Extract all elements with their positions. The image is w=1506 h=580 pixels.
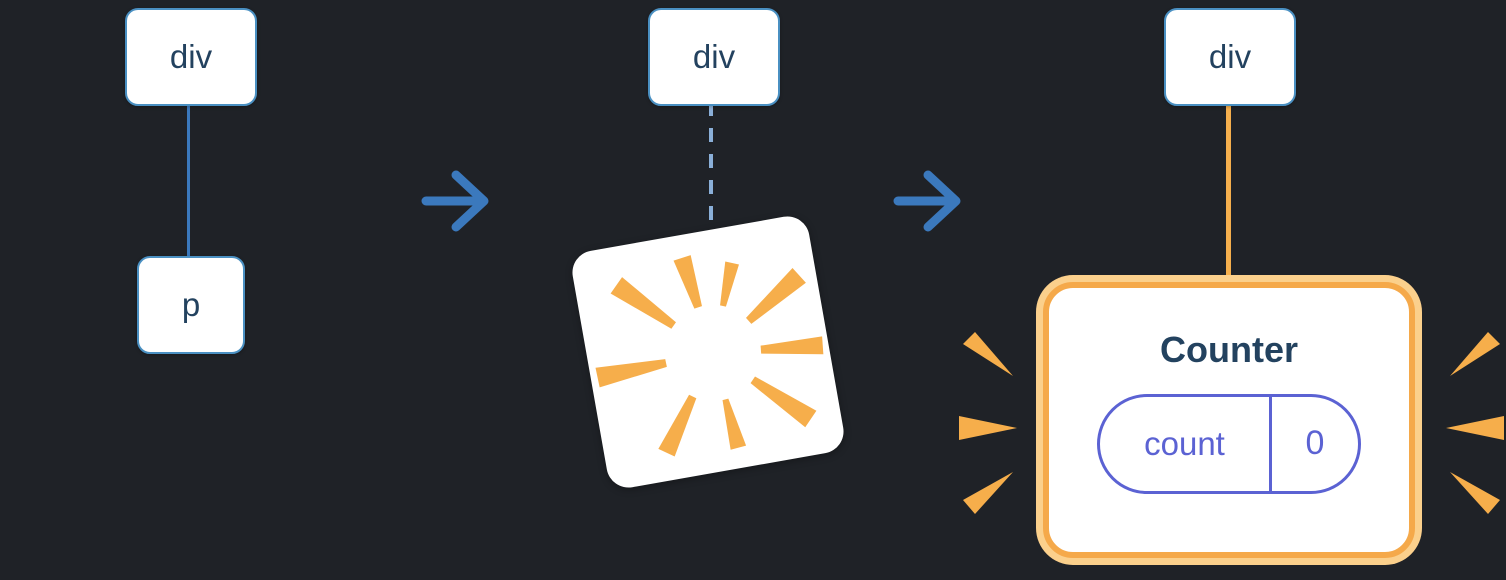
component-title: Counter	[1160, 329, 1298, 370]
poof-burst-icon	[595, 255, 824, 457]
sparkle-icon	[1446, 332, 1504, 514]
dom-node-div-during: div	[648, 8, 780, 106]
dom-node-div-before: div	[125, 8, 257, 106]
state-key-label: count	[1144, 424, 1225, 462]
dom-node-div-after: div	[1164, 8, 1296, 106]
state-pill: count 0	[1097, 393, 1361, 494]
dom-node-label: p	[181, 286, 201, 323]
dom-node-p: p	[137, 256, 245, 354]
arrow-right-icon	[421, 170, 489, 232]
state-value-label: 0	[1305, 424, 1325, 463]
connector-line	[187, 100, 190, 258]
dom-node-label: div	[692, 38, 736, 75]
sparkle-icon	[959, 332, 1017, 514]
connector-orange-line	[1226, 100, 1231, 292]
pill-divider	[1269, 396, 1272, 491]
dom-node-label: div	[1208, 38, 1252, 75]
arrow-right-icon	[893, 170, 961, 232]
dom-node-label: div	[169, 38, 213, 75]
counter-component-card: Counter count 0	[1043, 282, 1415, 558]
connector-dashed-line	[709, 102, 713, 230]
